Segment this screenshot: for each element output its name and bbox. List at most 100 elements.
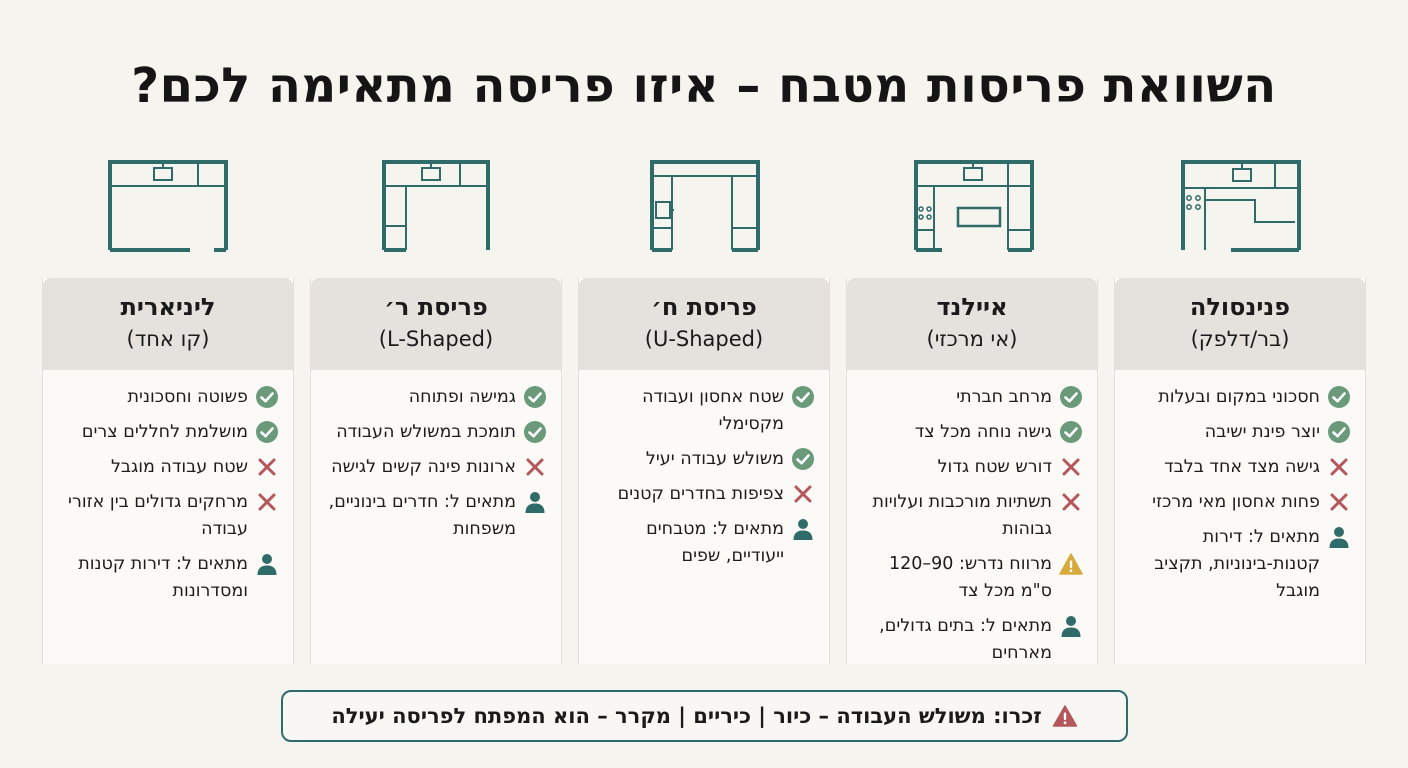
list-item: מתאים ל: בתים גדולים, מארחים [859, 613, 1083, 667]
warning-icon [1052, 704, 1078, 728]
card-items: גמישה ופתוחה תומכת במשולש העבודה ארונות … [311, 370, 561, 543]
list-item: יוצר פינת ישיבה [1127, 419, 1351, 446]
list-item: פחות אחסון מאי מרכזי [1127, 489, 1351, 516]
check-icon [255, 385, 279, 409]
card-items: מרחב חברתי גישה נוחה מכל צד דורש שטח גדו… [847, 370, 1097, 667]
person-icon [1059, 614, 1083, 638]
card-header: פנינסולה (בר/דלפק) [1115, 278, 1365, 370]
list-item: מתאים ל: חדרים בינוניים, משפחות [323, 489, 547, 543]
item-text: גישה מצד אחד בלבד [1164, 457, 1320, 477]
check-icon [1327, 420, 1351, 444]
card-peninsula: פנינסולה (בר/דלפק) חסכוני במקום ובעלות י… [1114, 278, 1366, 664]
check-icon [523, 385, 547, 409]
item-text: משולש עבודה יעיל [645, 449, 784, 469]
item-text: מרווח נדרש: 90–120 ס"מ מכל צד [888, 554, 1052, 601]
list-item: גמישה ופתוחה [323, 384, 547, 411]
item-text: פשוטה וחסכונית [127, 387, 248, 407]
list-item: גישה מצד אחד בלבד [1127, 454, 1351, 481]
card-header: פריסת ח׳ (U-Shaped) [579, 278, 829, 370]
item-text: צפיפות בחדרים קטנים [617, 484, 784, 504]
card-header: פריסת ר׳ (L-Shaped) [311, 278, 561, 370]
cross-icon [255, 490, 279, 514]
person-icon [1327, 525, 1351, 549]
warning-icon [1059, 552, 1083, 576]
item-text: מתאים ל: דירות קטנות ומסדרונות [78, 554, 248, 601]
card-title: איילנד [936, 293, 1008, 321]
u-shaped-floorplan-icon [648, 158, 772, 256]
cross-icon [1059, 455, 1083, 479]
item-text: תומכת במשולש העבודה [336, 422, 516, 442]
item-text: מרחב חברתי [956, 387, 1052, 407]
cross-icon [791, 482, 815, 506]
item-text: שטח אחסון ועבודה מקסימלי [642, 387, 784, 434]
card-subtitle: (קו אחד) [126, 327, 210, 351]
list-item: חסכוני במקום ובעלות [1127, 384, 1351, 411]
cross-icon [1059, 490, 1083, 514]
list-item: צפיפות בחדרים קטנים [591, 481, 815, 508]
cross-icon [523, 455, 547, 479]
card-items: פשוטה וחסכונית מושלמת לחללים צרים שטח עב… [43, 370, 293, 605]
person-icon [523, 490, 547, 514]
check-icon [791, 385, 815, 409]
item-text: מושלמת לחללים צרים [81, 422, 248, 442]
card-l-shaped: פריסת ר׳ (L-Shaped) גמישה ופתוחה תומכת ב… [310, 278, 562, 664]
card-subtitle: (U-Shaped) [644, 327, 764, 351]
person-icon [255, 552, 279, 576]
l-shaped-floorplan-icon [380, 158, 504, 256]
card-title: פריסת ר׳ [384, 293, 488, 321]
item-text: חסכוני במקום ובעלות [1158, 387, 1320, 407]
card-title: פריסת ח׳ [651, 293, 757, 321]
island-floorplan-icon [912, 158, 1036, 256]
check-icon [1059, 420, 1083, 444]
card-linear: ליניארית (קו אחד) פשוטה וחסכונית מושלמת … [42, 278, 294, 664]
list-item: שטח עבודה מוגבל [55, 454, 279, 481]
page-title: השוואת פריסות מטבח – איזו פריסה מתאימה ל… [131, 58, 1277, 114]
list-item: דורש שטח גדול [859, 454, 1083, 481]
list-item: פשוטה וחסכונית [55, 384, 279, 411]
list-item: תשתיות מורכבות ועלויות גבוהות [859, 489, 1083, 543]
card-items: חסכוני במקום ובעלות יוצר פינת ישיבה גישה… [1115, 370, 1365, 605]
list-item: מתאים ל: דירות קטנות ומסדרונות [55, 551, 279, 605]
item-text: מתאים ל: חדרים בינוניים, משפחות [328, 492, 516, 539]
list-item: מרווח נדרש: 90–120 ס"מ מכל צד [859, 551, 1083, 605]
card-subtitle: (L-Shaped) [378, 327, 494, 351]
list-item: מרחקים גדולים בין אזורי עבודה [55, 489, 279, 543]
card-subtitle: (אי מרכזי) [926, 327, 1018, 351]
check-icon [523, 420, 547, 444]
list-item: מתאים ל: דירות קטנות-בינוניות, תקציב מוג… [1127, 524, 1351, 605]
item-text: מרחקים גדולים בין אזורי עבודה [68, 492, 248, 539]
item-text: דורש שטח גדול [937, 457, 1052, 477]
peninsula-floorplan-icon [1179, 158, 1303, 256]
list-item: ארונות פינה קשים לגישה [323, 454, 547, 481]
card-title: פנינסולה [1189, 293, 1291, 321]
linear-floorplan-icon [106, 158, 230, 256]
list-item: תומכת במשולש העבודה [323, 419, 547, 446]
item-text: מתאים ל: מטבחים ייעודיים, שפים [646, 519, 784, 566]
note-text: זכרו: משולש העבודה – כיור | כיריים | מקר… [331, 704, 1042, 728]
floor-plans-row [0, 158, 1408, 258]
check-icon [1327, 385, 1351, 409]
work-triangle-note: זכרו: משולש העבודה – כיור | כיריים | מקר… [281, 690, 1128, 742]
item-text: ארונות פינה קשים לגישה [331, 457, 516, 477]
item-text: תשתיות מורכבות ועלויות גבוהות [872, 492, 1052, 539]
card-items: שטח אחסון ועבודה מקסימלי משולש עבודה יעי… [579, 370, 829, 570]
item-text: מתאים ל: דירות קטנות-בינוניות, תקציב מוג… [1154, 527, 1320, 601]
cross-icon [1327, 455, 1351, 479]
check-icon [255, 420, 279, 444]
list-item: גישה נוחה מכל צד [859, 419, 1083, 446]
card-header: איילנד (אי מרכזי) [847, 278, 1097, 370]
item-text: גישה נוחה מכל צד [914, 422, 1052, 442]
cross-icon [255, 455, 279, 479]
item-text: גמישה ופתוחה [408, 387, 516, 407]
item-text: פחות אחסון מאי מרכזי [1152, 492, 1320, 512]
card-header: ליניארית (קו אחד) [43, 278, 293, 370]
list-item: מושלמת לחללים צרים [55, 419, 279, 446]
person-icon [791, 517, 815, 541]
list-item: מרחב חברתי [859, 384, 1083, 411]
check-icon [1059, 385, 1083, 409]
list-item: מתאים ל: מטבחים ייעודיים, שפים [591, 516, 815, 570]
card-subtitle: (בר/דלפק) [1190, 327, 1290, 351]
item-text: שטח עבודה מוגבל [110, 457, 248, 477]
list-item: שטח אחסון ועבודה מקסימלי [591, 384, 815, 438]
card-island: איילנד (אי מרכזי) מרחב חברתי גישה נוחה מ… [846, 278, 1098, 664]
